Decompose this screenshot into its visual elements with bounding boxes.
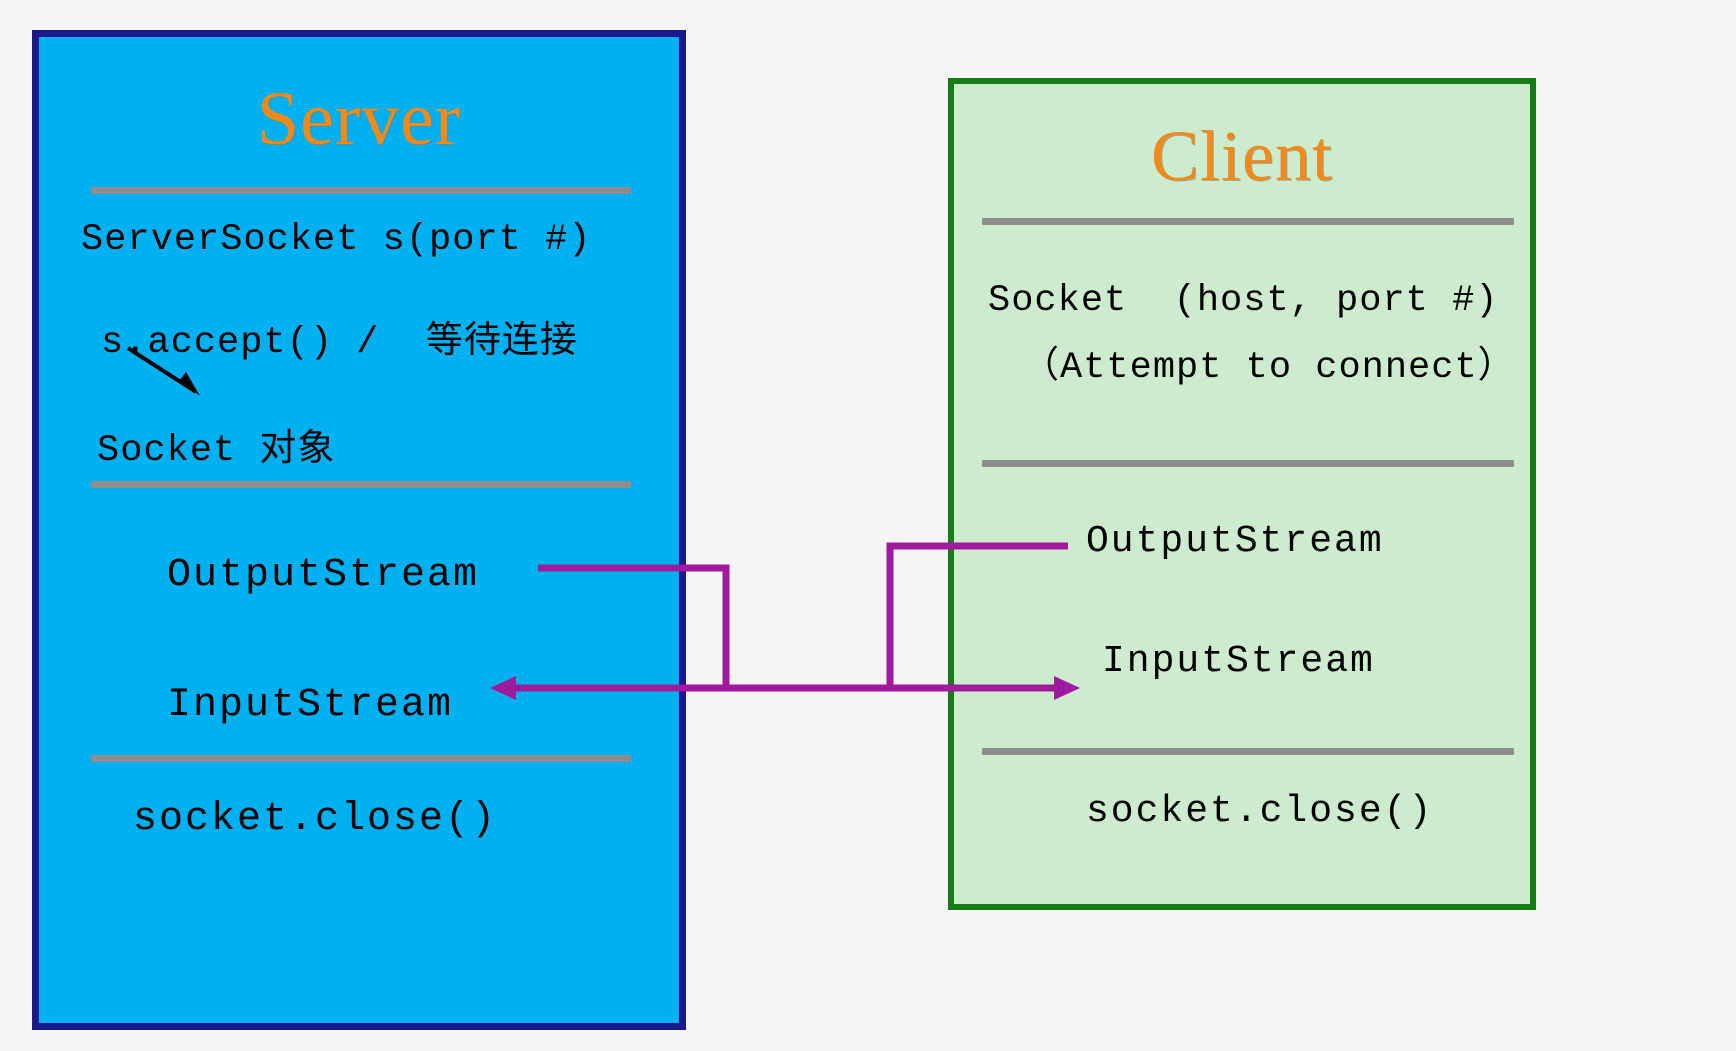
client-code-socket: Socket (host, port #) [988,280,1499,322]
server-code-serversocket: ServerSocket s(port #) [81,219,592,261]
server-divider-top [91,187,631,194]
server-divider-middle [91,481,631,488]
server-panel: Server ServerSocket s(port #) s.accept()… [32,30,686,1030]
client-divider-middle [982,460,1514,467]
client-code-attempt-connect: （Attempt to connect） [1022,347,1516,389]
client-title: Client [1151,116,1333,196]
server-title: Server [256,77,462,161]
client-socket-close-label: socket.close() [1086,790,1434,833]
server-socket-close-label: socket.close() [133,797,498,842]
server-divider-bottom [91,755,631,762]
server-outputstream-label: OutputStream [167,553,480,598]
client-outputstream-label: OutputStream [1086,520,1384,563]
server-inputstream-label: InputStream [167,683,454,728]
client-inputstream-label: InputStream [1102,640,1375,683]
client-divider-top [982,218,1514,225]
server-code-accept: s.accept() / 等待连接 [101,322,578,364]
client-divider-bottom [982,748,1514,755]
client-panel: Client Socket (host, port #) （Attempt to… [948,78,1536,910]
server-code-socket-object: Socket 对象 [97,430,336,472]
